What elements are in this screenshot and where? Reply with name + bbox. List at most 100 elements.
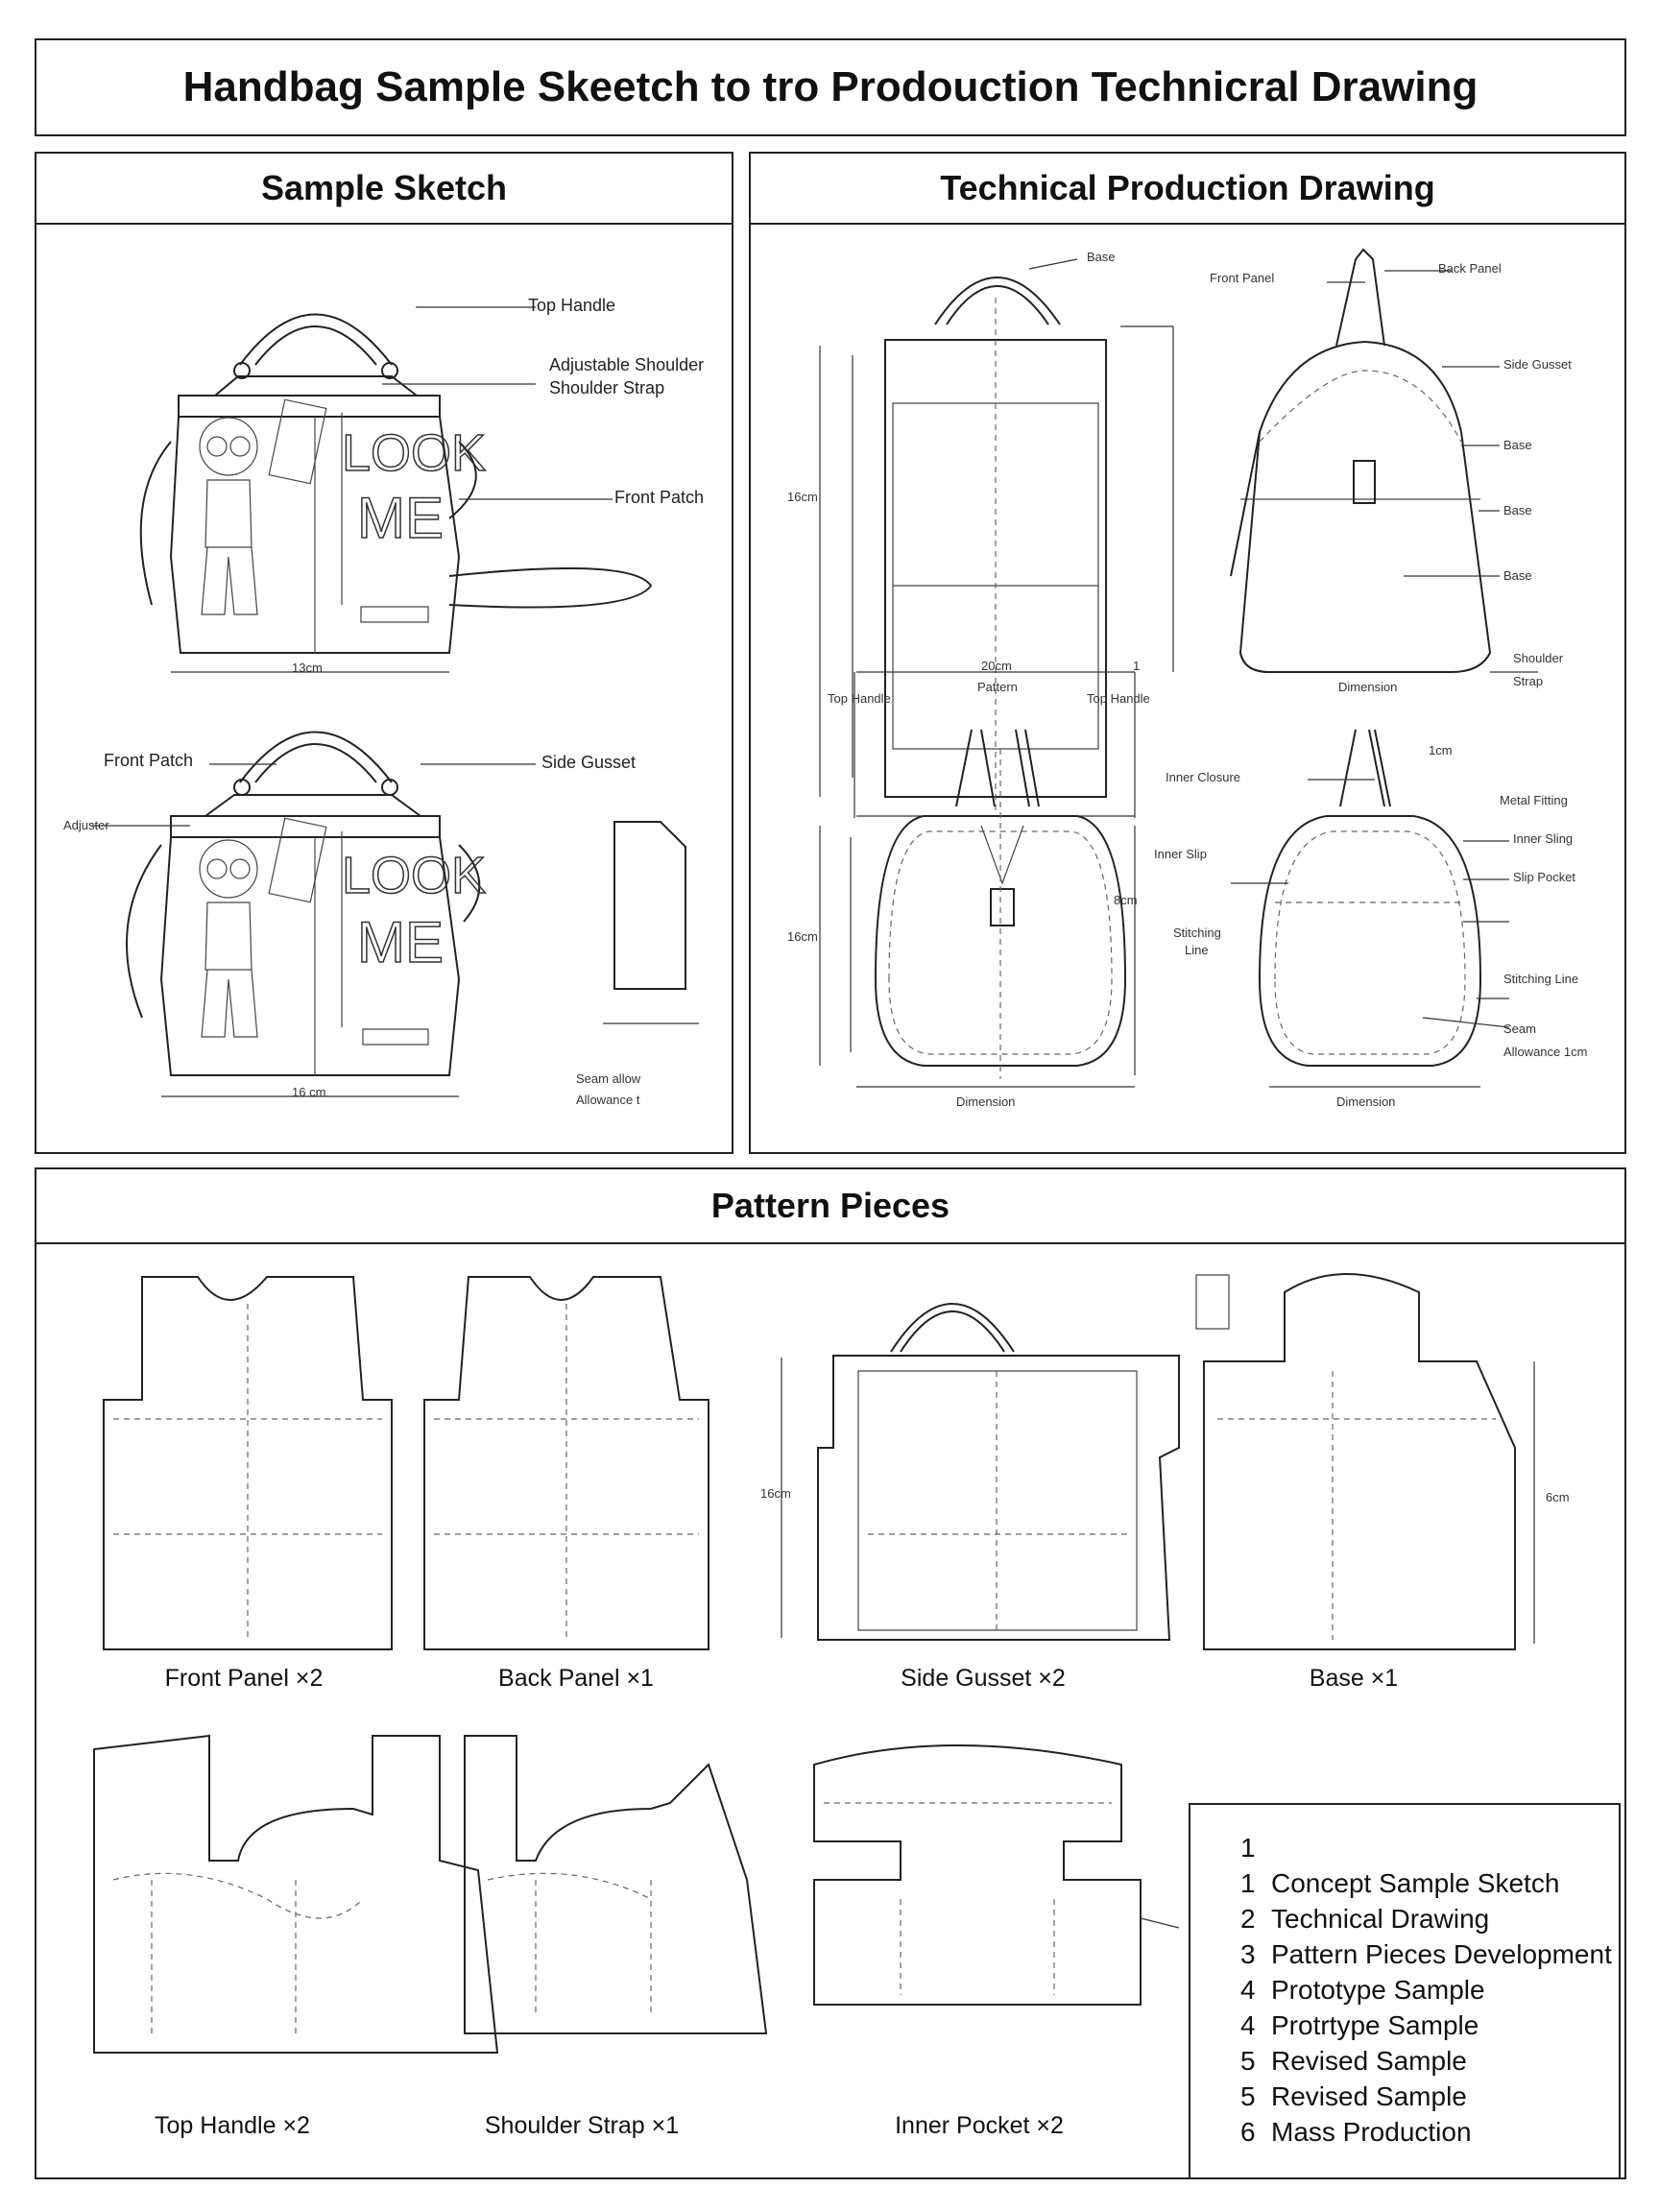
tech-label-stitching: Stitching (1173, 926, 1221, 940)
piece-name-top-handle: Top Handle ×2 (155, 2112, 310, 2139)
step-item: 5 Revised Sample (1240, 2043, 1619, 2079)
sample-sketch-art: LOOK ME LOOK ME (36, 154, 735, 1156)
tech-label-metal-fitting: Metal Fitting (1500, 793, 1568, 807)
piece-name-base: Base ×1 (1309, 1665, 1399, 1692)
label-shoulder-strap: Shoulder Strap (549, 378, 665, 397)
piece-name-side-gusset: Side Gusset ×2 (901, 1665, 1066, 1692)
tech-dim-width: 20cm (981, 659, 1012, 673)
label-top-handle: Top Handle (528, 296, 616, 315)
tech-label-allowance: Allowance 1cm (1503, 1045, 1588, 1059)
tech-label-strap: Strap (1513, 674, 1544, 688)
label-side-gusset: Side Gusset (541, 753, 637, 772)
tech-label-inner-slip: Inner Slip (1154, 847, 1207, 861)
technical-drawing-heading: Technical Production Drawing (751, 154, 1624, 225)
step-text: Revised Sample (1271, 2081, 1467, 2111)
tech-front-view (820, 259, 1173, 818)
step-text: Technical Drawing (1271, 1904, 1490, 1934)
tech-label-inner-sling: Inner Sling (1513, 831, 1574, 846)
tech-label-top-handle-2: Top Handle (1087, 691, 1150, 706)
sketch-bag-1: LOOK ME (141, 307, 651, 672)
svg-text:LOOK: LOOK (342, 847, 486, 904)
tech-label-base-2: Base (1503, 503, 1532, 517)
tech-label-slip-pocket: Slip Pocket (1513, 870, 1576, 884)
pattern-pieces-art (36, 1169, 1628, 2181)
step-text: Mass Production (1271, 2117, 1472, 2147)
piece-name-front-panel: Front Panel ×2 (164, 1665, 324, 1692)
step-number: 5 (1240, 2081, 1256, 2111)
step-text: Revised Sample (1271, 2046, 1467, 2076)
step-text: Pattern Pieces Development (1271, 1939, 1612, 1969)
svg-text:LOOK: LOOK (342, 424, 486, 482)
piece-name-back-panel: Back Panel ×1 (498, 1665, 654, 1692)
step-number: 4 (1240, 2010, 1256, 2040)
tech-dim-bottom-1: Dimension (956, 1094, 1016, 1109)
step-item: 4 Prototype Sample (1240, 1972, 1619, 2008)
step-number: 2 (1240, 1904, 1256, 1934)
tech-label-base-1: Base (1503, 438, 1532, 452)
tech-label-pattern: Pattern (977, 680, 1018, 694)
piece-back-panel (424, 1277, 709, 1649)
tech-label-base-3: Base (1503, 568, 1532, 583)
tech-label-top-handle-1: Top Handle (828, 691, 891, 706)
tech-back-shape (1231, 730, 1509, 1087)
tech-label-side-gusset: Side Gusset (1503, 357, 1572, 372)
tech-label-back-panel: Back Panel (1438, 261, 1502, 276)
sketch-bag-2: LOOK ME (92, 733, 699, 1097)
pattern-dim-left: 16cm (760, 1486, 791, 1501)
step-text: Concept Sample Sketch (1271, 1868, 1560, 1898)
piece-inner-pocket (814, 1745, 1179, 2005)
tech-label-front-panel: Front Panel (1210, 271, 1275, 285)
svg-text:ME: ME (357, 910, 444, 974)
piece-base (1196, 1274, 1534, 1649)
step-item: 2 Technical Drawing (1240, 1901, 1619, 1936)
tech-front-shape (820, 730, 1135, 1087)
pattern-pieces-panel: Pattern Pieces (35, 1167, 1626, 2179)
piece-top-handle (94, 1736, 497, 2053)
tech-dim-height-2: 16cm (787, 929, 818, 944)
step-item: 1 Concept Sample Sketch (1240, 1865, 1619, 1901)
tech-label-shoulder: Shoulder (1513, 651, 1564, 665)
tech-label-stitching-line-2: Stitching Line (1503, 972, 1579, 986)
step-number: 4 (1240, 1975, 1256, 2005)
tech-dim-one: 1 (1133, 659, 1141, 673)
tech-dim-height: 16cm (787, 490, 818, 504)
tech-dim-bottom-2: Dimension (1336, 1094, 1396, 1109)
label-adjustable-strap: Adjustable Shoulder (549, 355, 705, 374)
piece-front-panel (104, 1277, 392, 1649)
tech-label-one-cm: 1cm (1429, 743, 1453, 757)
step-item: 3 Pattern Pieces Development (1240, 1936, 1619, 1972)
svg-text:ME: ME (357, 486, 444, 550)
label-front-patch: Front Patch (614, 488, 705, 507)
label-adjuster: Adjuster (63, 818, 109, 832)
piece-name-inner-pocket: Inner Pocket ×2 (895, 2112, 1064, 2139)
label-seam-allowance: Seam allow (576, 1071, 641, 1086)
sample-sketch-heading: Sample Sketch (36, 154, 732, 225)
step-number: 5 (1240, 2046, 1256, 2076)
pattern-pieces-heading: Pattern Pieces (36, 1169, 1624, 1244)
title-box: Handbag Sample Skeetch to tro Prodouctio… (35, 38, 1626, 136)
piece-name-shoulder-strap: Shoulder Strap ×1 (484, 2112, 680, 2139)
tech-dim-side: 8cm (1114, 893, 1138, 907)
technical-drawing-art (751, 154, 1628, 1156)
sample-sketch-panel: Sample Sketch LOOK ME (35, 152, 733, 1154)
step-number: 3 (1240, 1939, 1256, 1969)
tech-side-view (1231, 250, 1538, 672)
tech-label-seam: Seam (1503, 1022, 1536, 1036)
step-item: 4 Protrtype Sample (1240, 2008, 1619, 2043)
tech-label-inner-closure: Inner Closure (1166, 770, 1241, 784)
piece-side-gusset (781, 1304, 1179, 1640)
step-text: Protrtype Sample (1271, 2010, 1479, 2040)
step-text: Prototype Sample (1271, 1975, 1485, 2005)
steps-header: 1 (1240, 1833, 1256, 1863)
tech-label-stitching-line: Line (1185, 943, 1209, 957)
label-allowance: Allowance t (576, 1093, 640, 1107)
step-number: 1 (1240, 1868, 1256, 1898)
step-item: 5 Revised Sample (1240, 2079, 1619, 2114)
tech-label-base-top: Base (1087, 250, 1116, 264)
technical-drawing-panel: Technical Production Drawing (749, 152, 1626, 1154)
step-number: 6 (1240, 2117, 1256, 2147)
pattern-dim-right: 6cm (1546, 1490, 1570, 1504)
dimension-width-2: 16 cm (292, 1085, 326, 1099)
step-item: 6 Mass Production (1240, 2114, 1619, 2150)
